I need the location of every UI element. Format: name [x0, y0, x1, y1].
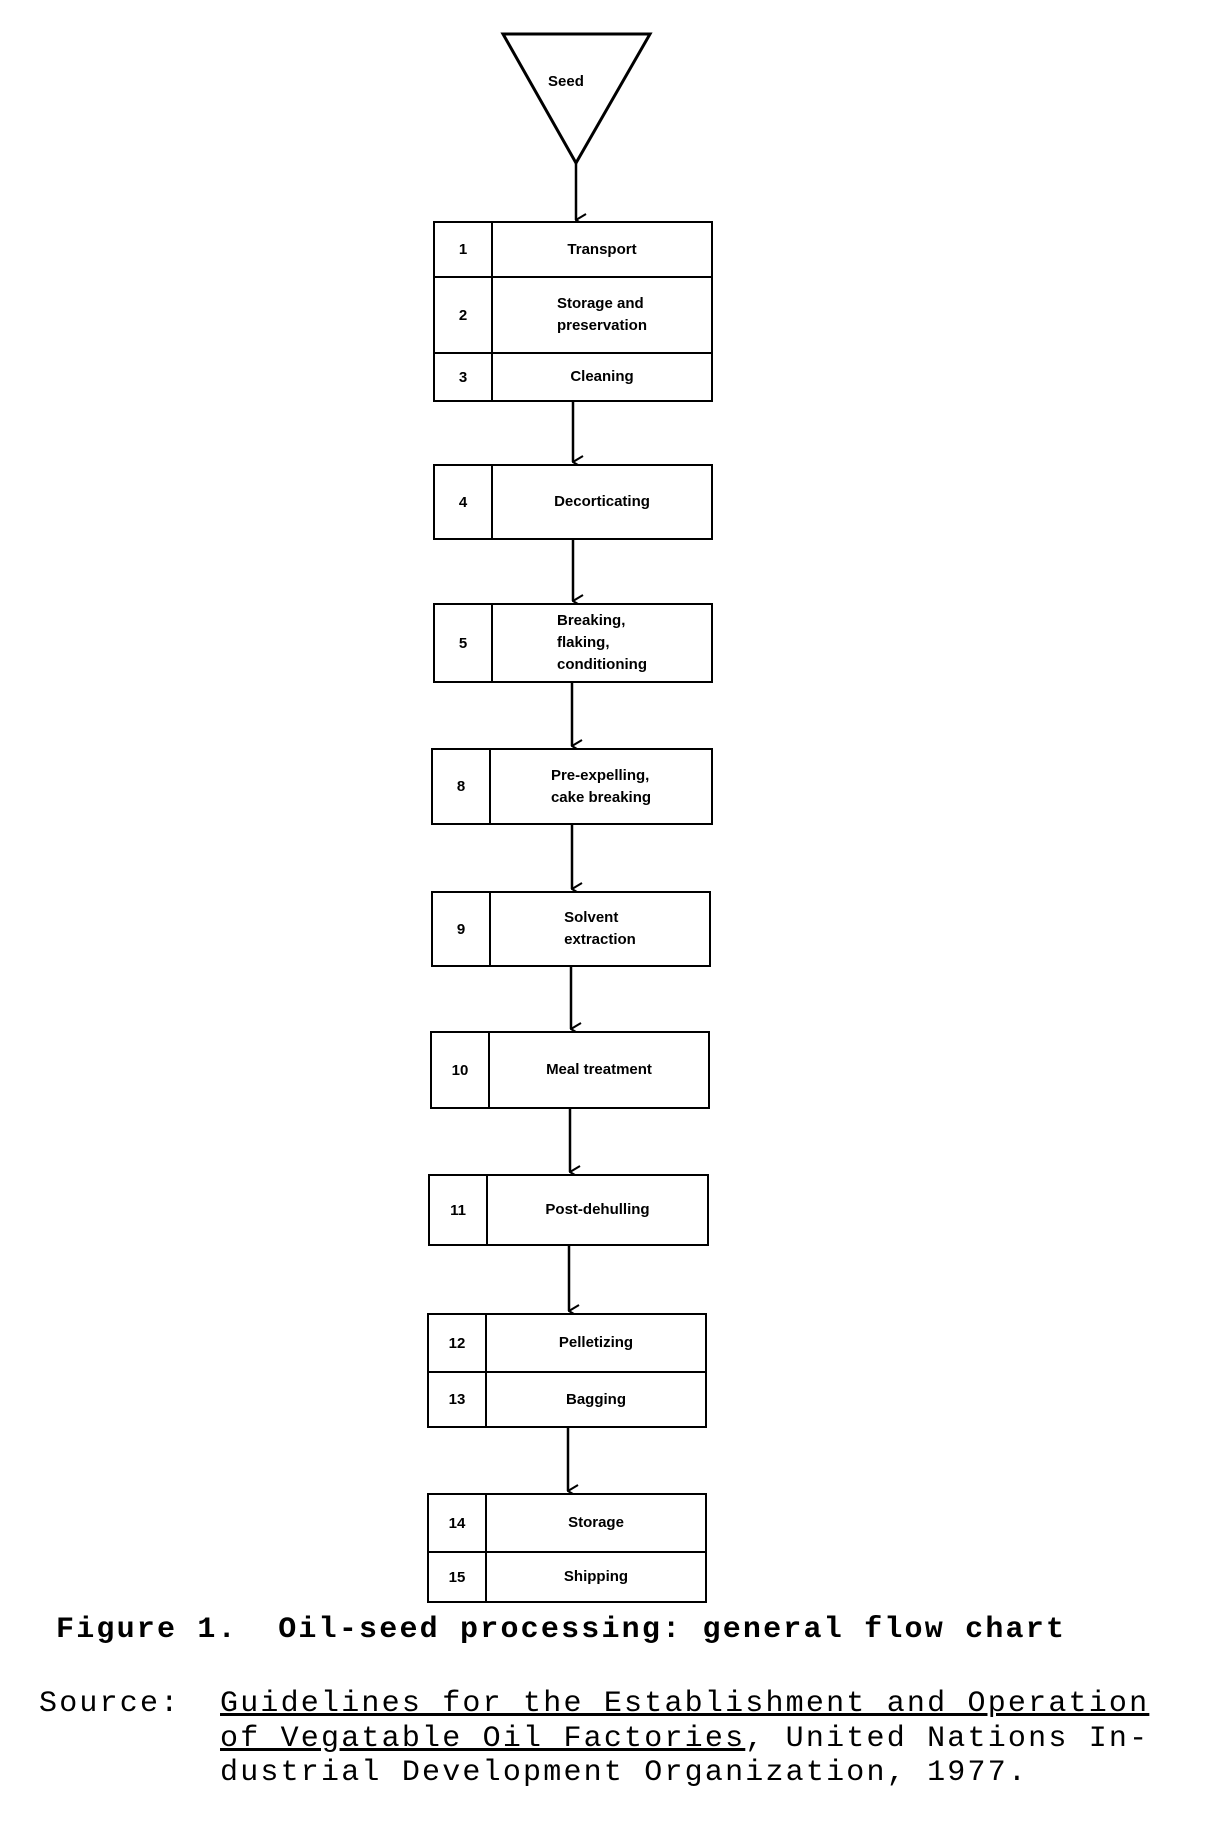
step-label: Pre-expelling, cake breaking: [550, 766, 652, 806]
step-group-12-13: 12 Pelletizing 13 Bagging: [427, 1313, 707, 1428]
figure-caption: Figure 1. Oil-seed processing: general f…: [56, 1613, 1067, 1647]
step-3: 3 Cleaning: [435, 352, 711, 400]
step-number: 4: [435, 466, 493, 538]
step-number: 11: [430, 1176, 488, 1244]
seed-triangle: [500, 32, 653, 167]
source-line-2: of Vegatable Oil Factories, United Natio…: [220, 1722, 1149, 1756]
step-number: 15: [429, 1553, 487, 1601]
step-group-1-3: 1 Transport 2 Storage and preservation 3…: [433, 221, 713, 402]
source-title-line-2: of Vegatable Oil Factories: [220, 1722, 746, 1756]
step-row: 11 Post-dehulling: [430, 1176, 707, 1244]
step-label: Cleaning: [570, 368, 634, 385]
step-11: 11 Post-dehulling: [428, 1174, 709, 1246]
step-number: 1: [435, 223, 493, 276]
step-label: Decorticating: [554, 493, 650, 510]
step-number: 2: [435, 278, 493, 352]
step-13: 13 Bagging: [429, 1371, 705, 1426]
source-line-3: dustrial Development Organization, 1977.: [220, 1756, 1029, 1790]
step-label: Meal treatment: [546, 1061, 652, 1078]
step-number: 8: [433, 750, 491, 823]
step-label: Breaking, flaking, conditioning: [557, 612, 647, 673]
step-label: Shipping: [563, 1568, 629, 1585]
step-number: 5: [435, 605, 493, 681]
step-label: Pelletizing: [558, 1334, 634, 1351]
step-label: Post-dehulling: [545, 1201, 650, 1218]
step-8: 8 Pre-expelling, cake breaking: [431, 748, 713, 825]
step-number: 13: [429, 1373, 487, 1426]
step-10: 10 Meal treatment: [430, 1031, 710, 1109]
seed-label: Seed: [548, 73, 584, 90]
step-number: 10: [432, 1033, 490, 1107]
step-row: 9 Solvent extraction: [433, 893, 709, 965]
step-12: 12 Pelletizing: [429, 1315, 705, 1371]
step-9: 9 Solvent extraction: [431, 891, 711, 967]
step-1: 1 Transport: [435, 223, 711, 276]
step-label: Storage and preservation: [556, 295, 648, 334]
step-label: Storage: [568, 1514, 624, 1531]
step-label: Solvent extraction: [564, 909, 636, 948]
step-2: 2 Storage and preservation: [435, 276, 711, 352]
source-title-line-1: Guidelines for the Establishment and Ope…: [220, 1687, 1150, 1721]
step-4: 4 Decorticating: [433, 464, 713, 540]
step-row: 4 Decorticating: [435, 466, 711, 538]
step-number: 12: [429, 1315, 487, 1371]
source-publisher: , United Nations In-: [745, 1722, 1150, 1756]
step-14: 14 Storage: [429, 1495, 705, 1551]
step-5: 5 Breaking, flaking, conditioning: [433, 603, 713, 683]
step-15: 15 Shipping: [429, 1551, 705, 1601]
source-label: Source:: [39, 1687, 181, 1721]
step-group-14-15: 14 Storage 15 Shipping: [427, 1493, 707, 1603]
step-row: 8 Pre-expelling, cake breaking: [433, 750, 711, 823]
step-number: 14: [429, 1495, 487, 1551]
step-number: 3: [435, 354, 493, 400]
step-row: 5 Breaking, flaking, conditioning: [435, 605, 711, 681]
step-number: 9: [433, 893, 491, 965]
step-label: Bagging: [566, 1390, 626, 1408]
step-label: Transport: [567, 240, 637, 258]
step-row: 10 Meal treatment: [432, 1033, 708, 1107]
